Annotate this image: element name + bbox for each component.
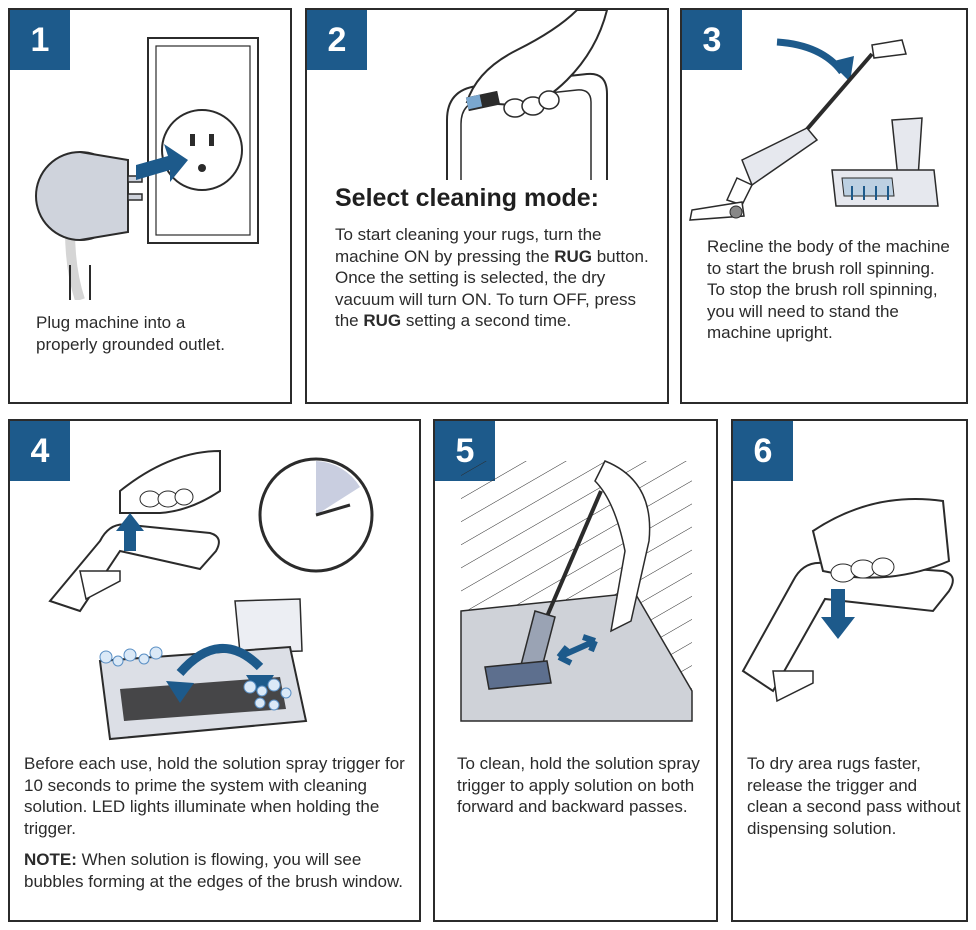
rug-label-2: RUG bbox=[363, 311, 402, 330]
step-4-badge: 4 bbox=[10, 421, 70, 481]
note-label: NOTE: bbox=[24, 850, 77, 869]
step-2-panel: 2 Select cleaning mode: To start cleanin… bbox=[305, 8, 669, 404]
step-6-panel: 6 To dry area rugs faster, release the t… bbox=[731, 419, 968, 922]
step-2-text-part3: setting a second time. bbox=[401, 311, 572, 330]
step-5-panel: 5 To clean, hold the solution spray trig… bbox=[433, 419, 718, 922]
note-text: When solution is flowing, you will see b… bbox=[24, 850, 403, 891]
step-6-badge: 6 bbox=[733, 421, 793, 481]
step-2-text: To start cleaning your rugs, turn the ma… bbox=[335, 224, 655, 332]
step-3-text: Recline the body of the machine to start… bbox=[707, 237, 950, 342]
step-4-note: NOTE: When solution is flowing, you will… bbox=[24, 849, 409, 892]
release-trigger-illustration bbox=[741, 498, 954, 703]
plug-outlet-illustration bbox=[35, 37, 259, 300]
recline-machine-illustration bbox=[689, 38, 939, 221]
step-4-panel: 4 Before each use, hold the solution spr… bbox=[8, 419, 421, 922]
step-1-panel: 1 Plug machine into a properly grounded … bbox=[8, 8, 292, 404]
cleaning-passes-illustration bbox=[460, 460, 693, 722]
step-3-panel: 3 Recline the body of the machine to sta… bbox=[680, 8, 968, 404]
step-2-badge: 2 bbox=[307, 10, 367, 70]
step-6-text: To dry area rugs faster, release the tri… bbox=[747, 754, 961, 838]
rug-label-1: RUG bbox=[554, 246, 592, 266]
handle-rug-button-illustration bbox=[446, 10, 609, 180]
step-1-badge: 1 bbox=[10, 10, 70, 70]
prime-trigger-illustration bbox=[48, 449, 374, 741]
step-2-text-part2: button. Once the setting is selected, th… bbox=[335, 246, 649, 331]
step-3-badge: 3 bbox=[682, 10, 742, 70]
step-5-text: To clean, hold the solution spray trigge… bbox=[457, 754, 700, 816]
step-1-text: Plug machine into a properly grounded ou… bbox=[36, 313, 226, 354]
step-2-heading: Select cleaning mode: bbox=[335, 184, 599, 212]
step-4-text: Before each use, hold the solution spray… bbox=[24, 754, 405, 838]
step-2-text-part1: To start cleaning your rugs, turn the ma… bbox=[335, 225, 602, 266]
